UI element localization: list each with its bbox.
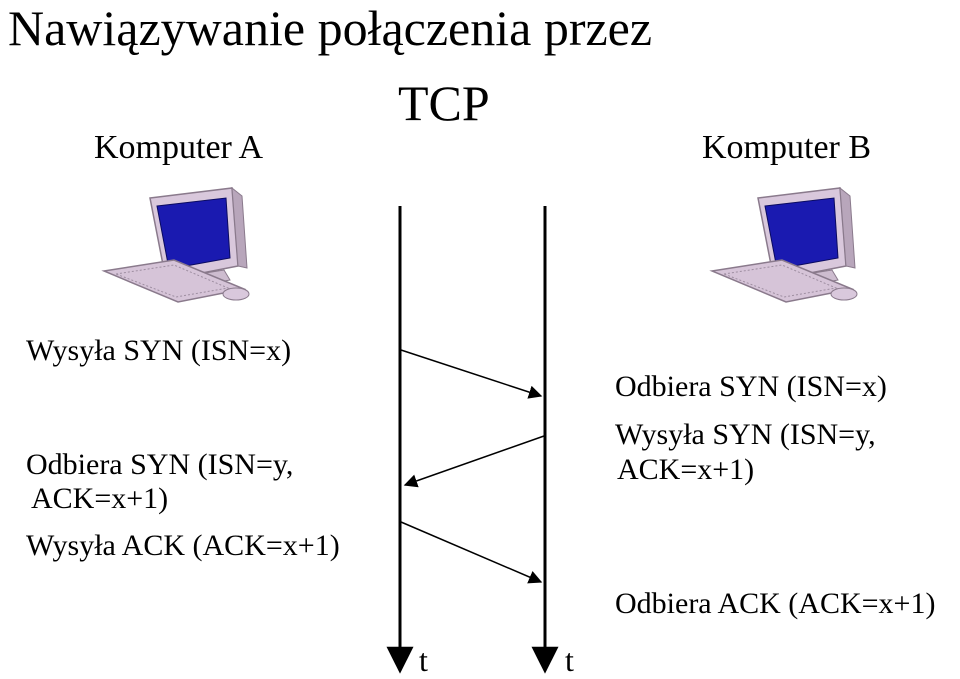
recv-ack-label: Odbiera ACK (ACK=x+1) xyxy=(615,587,936,620)
computer-a-label: Komputer A xyxy=(94,129,264,166)
send-synack-label-2: ACK=x+1) xyxy=(617,453,755,486)
title-line-1: Nawiązywanie połączenia przez xyxy=(8,0,653,56)
send-ack-label: Wysyła ACK (ACK=x+1) xyxy=(26,529,340,562)
title-line-2: TCP xyxy=(398,75,490,131)
recv-syn-label: Odbiera SYN (ISN=x) xyxy=(615,370,887,403)
timeline-a-label: t xyxy=(419,642,428,678)
send-synack-label-1: Wysyła SYN (ISN=y, xyxy=(615,418,876,451)
recv-synack-label-1: Odbiera SYN (ISN=y, xyxy=(26,448,294,481)
synack-arrow xyxy=(403,435,545,488)
computer-b-icon xyxy=(711,187,858,303)
recv-synack-label-2: ACK=x+1) xyxy=(31,482,169,515)
ack-arrow xyxy=(400,521,543,584)
send-syn-label: Wysyła SYN (ISN=x) xyxy=(26,334,292,367)
timeline-b-label: t xyxy=(565,642,574,678)
computer-b-label: Komputer B xyxy=(702,129,872,166)
syn-arrow xyxy=(400,349,543,399)
computer-a-icon xyxy=(103,187,250,303)
